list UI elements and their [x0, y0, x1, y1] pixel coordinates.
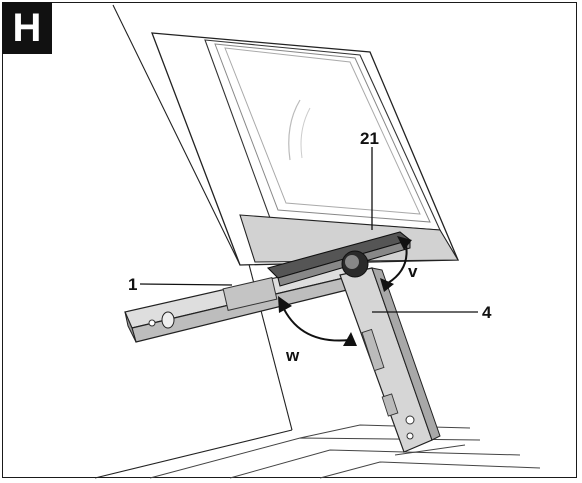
hinge-knob: [341, 250, 369, 278]
floor-edge-line: [94, 429, 293, 479]
label-1: 1: [128, 275, 137, 294]
roof-window: [151, 32, 459, 266]
label-w: w: [285, 346, 300, 365]
floor-planks: [149, 424, 541, 479]
wall-edge-line: [112, 4, 241, 266]
tool-arm-4: [339, 267, 441, 453]
label-4: 4: [482, 303, 492, 322]
leader-lines: [139, 147, 478, 313]
arrow-heads: [278, 236, 412, 346]
label-21: 21: [360, 129, 379, 148]
leader-1: [139, 283, 233, 286]
figure-badge: H: [2, 2, 52, 54]
label-v: v: [408, 262, 418, 281]
angle-w-arc: [281, 304, 351, 342]
